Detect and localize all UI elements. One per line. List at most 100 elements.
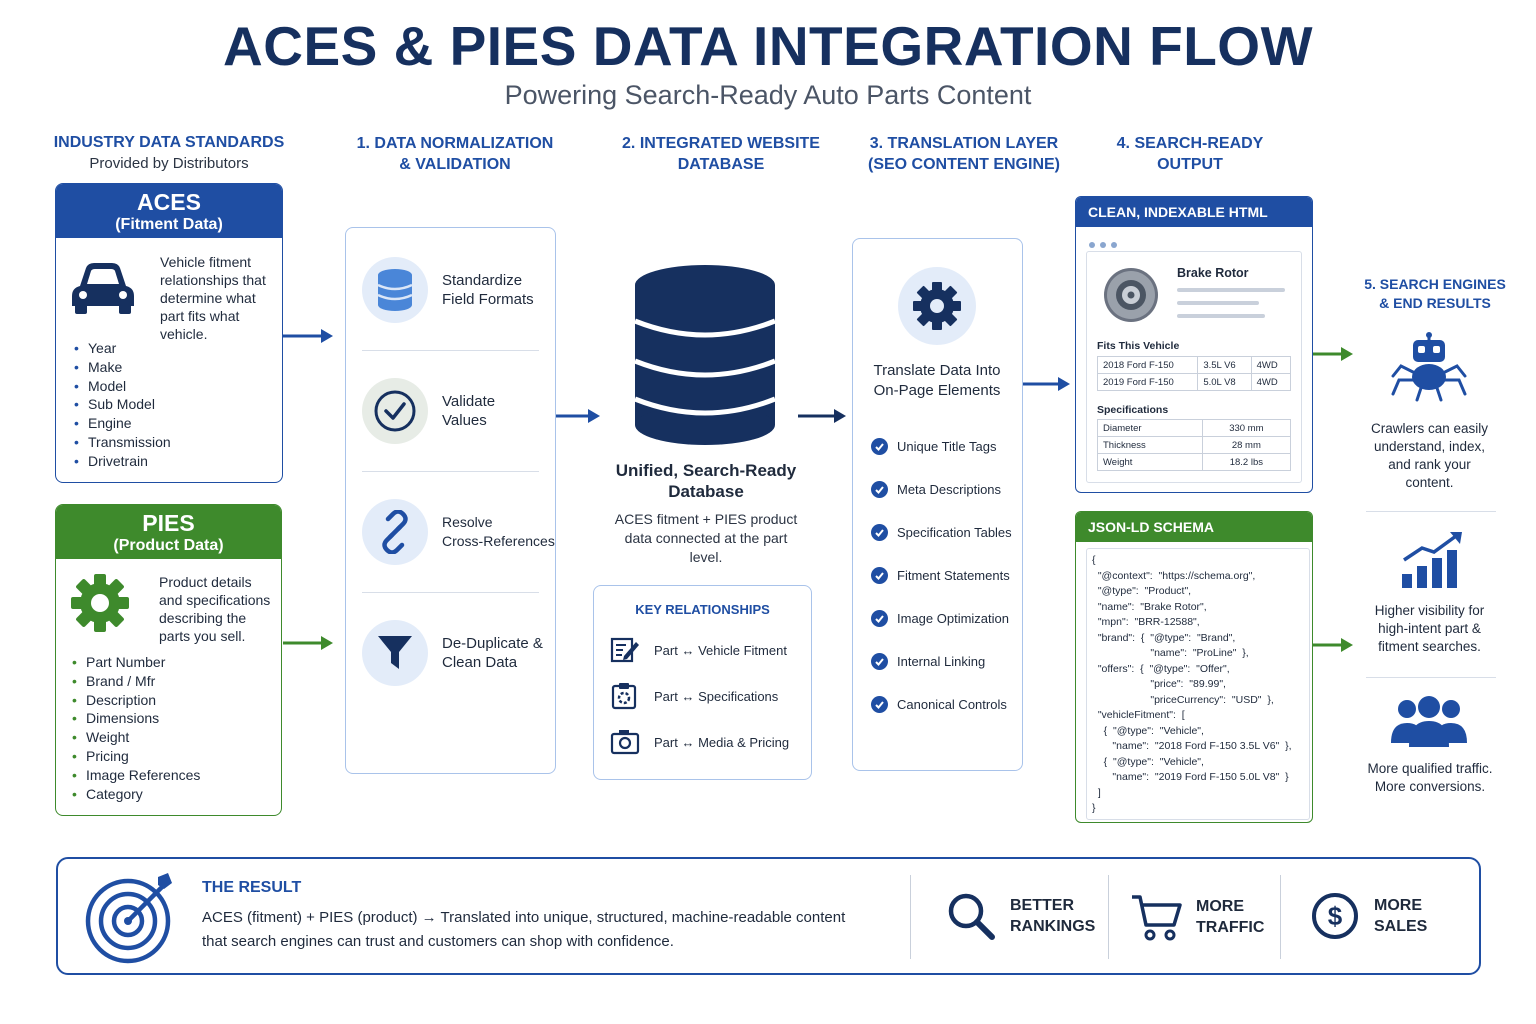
json-ld-code: { "@context": "https://schema.org", "@ty… [1086, 548, 1310, 820]
list-item: Unique Title Tags [871, 425, 1023, 468]
code-line: "name": "2019 Ford F-150 5.0L V8" } [1092, 771, 1289, 783]
search-result-crawlers: Crawlers can easily understand, index, a… [1370, 421, 1489, 490]
header-database: 2. INTEGRATED WEBSITE DATABASE [622, 135, 820, 173]
divider [1108, 875, 1109, 959]
product-name: Brake Rotor [1177, 266, 1249, 280]
pies-field-list: Part Number Brand / Mfr Description Dime… [72, 653, 200, 803]
car-icon [72, 263, 134, 314]
list-item: Meta Descriptions [871, 468, 1023, 511]
check-icon [871, 696, 888, 713]
check-icon [871, 524, 888, 541]
code-line: { [1092, 554, 1096, 566]
list-item: Part Number [72, 653, 200, 672]
list-item: De-Duplicate & Clean Data [346, 593, 555, 713]
gear-icon [71, 574, 129, 632]
list-item: Description [72, 691, 200, 710]
shopping-cart-icon [1132, 895, 1182, 941]
html-output-box: CLEAN, INDEXABLE HTML Brake Rotor Fits T… [1075, 196, 1313, 493]
json-ld-box: JSON-LD SCHEMA { "@context": "https://sc… [1075, 511, 1313, 823]
list-item: Standardize Field Formats [346, 230, 555, 350]
list-item: Specification Tables [871, 511, 1023, 554]
list-item: Part ↔ Vehicle Fitment [610, 627, 811, 673]
pies-description: Product details and specifications descr… [159, 574, 271, 644]
list-item: Drivetrain [74, 452, 171, 471]
code-line: "name": "2018 Ford F-150 3.5L V6" }, [1092, 740, 1292, 752]
specs-title: Specifications [1097, 404, 1169, 416]
result-more-traffic: MORE TRAFFIC [1130, 893, 1264, 941]
code-line: "vehicleFitment": [ [1092, 709, 1185, 721]
arrow-right-icon [798, 409, 846, 423]
users-group-icon [1391, 696, 1467, 747]
aces-header: ACES (Fitment Data) [56, 184, 282, 238]
page-subtitle: Powering Search-Ready Auto Parts Content [504, 80, 1032, 110]
header-standards: INDUSTRY DATA STANDARDS Provided by Dist… [53, 134, 285, 172]
code-line: "@type": "Product", [1092, 585, 1192, 597]
header-normalization: 1. DATA NORMALIZATION & VALIDATION [356, 135, 554, 173]
code-line: "name": "ProLine" }, [1092, 647, 1249, 659]
arrow-right-icon [283, 329, 333, 343]
list-item: Image Optimization [871, 597, 1023, 640]
list-item: Model [74, 377, 171, 396]
arrow-right-icon [283, 636, 333, 650]
divider [362, 350, 539, 351]
link-icon [362, 499, 428, 565]
list-item: Dimensions [72, 709, 200, 728]
aces-field-list: Year Make Model Sub Model Engine Transmi… [74, 339, 171, 471]
edit-form-icon [610, 637, 639, 663]
crawler-robot-icon [1391, 332, 1467, 402]
check-icon [871, 438, 888, 455]
dollar-icon: $ [1312, 893, 1358, 939]
code-line: "priceCurrency": "USD" }, [1092, 693, 1274, 706]
list-item: Make [74, 358, 171, 377]
divider [1366, 677, 1496, 678]
code-line: "@context": "https://schema.org", [1092, 569, 1256, 582]
clipboard-gear-icon [611, 683, 637, 710]
list-item: Resolve Cross-References [346, 472, 555, 592]
list-item: Validate Values [346, 351, 555, 471]
list-item: Fitment Statements [871, 554, 1023, 597]
list-item: Weight [72, 728, 200, 747]
list-item: Year [74, 339, 171, 358]
divider [1366, 511, 1496, 512]
window-dots-icon [1088, 236, 1122, 254]
divider [362, 471, 539, 472]
pies-header: PIES (Product Data) [56, 505, 281, 559]
page-title: ACES & PIES DATA INTEGRATION FLOW [223, 15, 1313, 77]
normalization-panel: Standardize Field Formats Validate Value… [345, 227, 556, 774]
camera-icon [610, 730, 640, 755]
header-output: 4. SEARCH-READY OUTPUT [1116, 135, 1264, 173]
arrow-right-icon [1313, 638, 1353, 652]
list-item: Brand / Mfr [72, 672, 200, 691]
translation-intro: Translate Data Into On-Page Elements [873, 362, 1001, 399]
check-icon [871, 610, 888, 627]
search-result-traffic: More qualified traffic. More conversions… [1367, 761, 1493, 794]
code-line: "offers": { "@type": "Offer", [1092, 662, 1230, 675]
code-line: } [1092, 802, 1096, 814]
divider [1280, 875, 1281, 959]
check-circle-icon [362, 378, 428, 444]
divider [362, 592, 539, 593]
aces-box: ACES (Fitment Data) Vehicle fitment rela… [55, 183, 283, 483]
key-relationships-box: KEY RELATIONSHIPS Part ↔ Vehicle Fitment… [593, 585, 812, 780]
header-translation: 3. TRANSLATION LAYER (SEO CONTENT ENGINE… [867, 135, 1060, 173]
list-item: Part ↔ Specifications [610, 673, 811, 719]
result-text: ACES (fitment) + PIES (product) → Transl… [202, 909, 846, 950]
filter-funnel-icon [362, 620, 428, 686]
list-item: Transmission [74, 433, 171, 452]
list-item: Category [72, 785, 200, 804]
database-description: ACES fitment + PIES product data connect… [614, 511, 798, 565]
search-icon [948, 893, 995, 940]
list-item: Image References [72, 766, 200, 785]
database-cylinder-icon [634, 265, 776, 445]
result-more-sales: $ MORE SALES [1310, 891, 1427, 941]
growth-chart-icon [1402, 532, 1462, 588]
fits-title: Fits This Vehicle [1097, 340, 1180, 352]
target-icon [85, 873, 172, 964]
